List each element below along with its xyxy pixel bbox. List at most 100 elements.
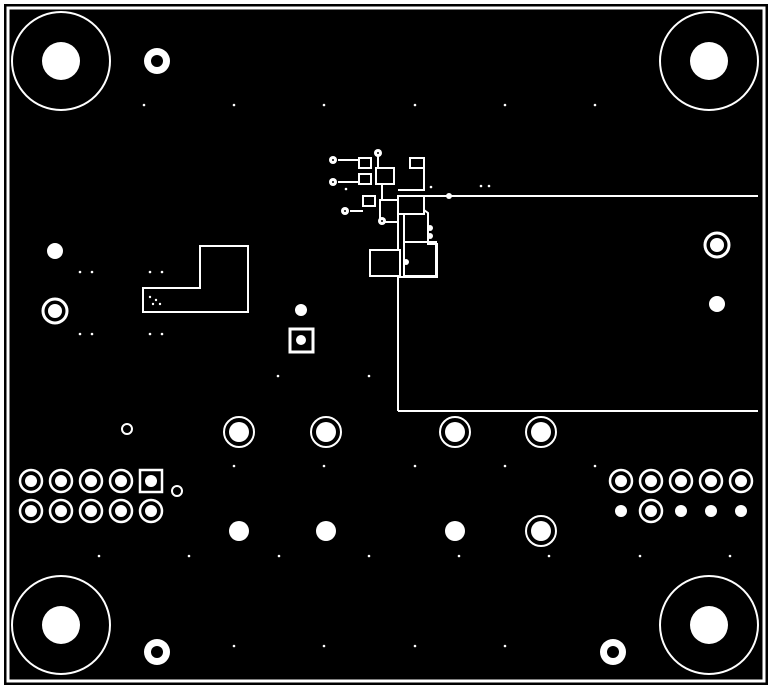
tiny-via xyxy=(457,554,461,558)
header-right-pin xyxy=(608,468,634,494)
tiny-via xyxy=(593,103,597,107)
header-right xyxy=(608,468,754,524)
mount-ring-bl xyxy=(11,575,111,675)
header-left-pin xyxy=(108,468,134,494)
tiny-via xyxy=(367,554,371,558)
tiny-via xyxy=(413,103,417,107)
header-left-pin xyxy=(48,468,74,494)
mount-drill-tl xyxy=(42,42,80,80)
tiny-via xyxy=(344,187,348,191)
large-pad-4 xyxy=(525,416,557,448)
header-right-pin-lower xyxy=(638,498,664,524)
large-pad-3 xyxy=(439,416,471,448)
header-left-pin xyxy=(48,498,74,524)
header-right-pin xyxy=(668,468,694,494)
ic-region xyxy=(338,150,449,277)
pad-dot-left-upper xyxy=(47,243,63,259)
solid-pads xyxy=(47,243,725,541)
ic-pour-top xyxy=(398,157,425,191)
tiny-via xyxy=(160,270,164,274)
pad-dot-center xyxy=(295,304,307,316)
mount-ring-tl xyxy=(11,11,111,111)
tiny-via xyxy=(413,464,417,468)
ic-pour-mid xyxy=(397,195,425,215)
mounting-hole-drills xyxy=(42,42,728,644)
tiny-vias xyxy=(78,103,732,648)
header-right-pin-lower xyxy=(735,505,747,517)
tiny-via xyxy=(429,185,433,189)
board-outline xyxy=(6,6,766,683)
tiny-via xyxy=(547,554,551,558)
large-pad-1 xyxy=(223,416,255,448)
tiny-via xyxy=(187,554,191,558)
annular-pads xyxy=(41,48,731,665)
header-left-2x5 xyxy=(18,468,164,524)
pad-bottom-left xyxy=(144,639,170,665)
header-right-pin-lower xyxy=(705,505,717,517)
pad-dot-b2 xyxy=(316,521,336,541)
tiny-via xyxy=(148,332,152,336)
square-pad-center xyxy=(288,327,315,354)
header-right-pin xyxy=(638,468,664,494)
tiny-via xyxy=(367,374,371,378)
ic-small-vias xyxy=(331,151,384,223)
large-pad-2 xyxy=(310,416,342,448)
pad-dot-b1 xyxy=(229,521,249,541)
mounting-holes xyxy=(11,11,759,675)
pad-small-ring-2 xyxy=(171,485,183,497)
pad-top-left xyxy=(144,48,170,74)
tiny-via xyxy=(90,332,94,336)
tiny-via xyxy=(322,103,326,107)
tiny-via xyxy=(487,184,491,188)
pad-left-mid xyxy=(41,297,69,325)
header-left-pin xyxy=(18,468,44,494)
tiny-via xyxy=(78,332,82,336)
tiny-via xyxy=(503,464,507,468)
tiny-via xyxy=(413,644,417,648)
mount-ring-tr xyxy=(659,11,759,111)
header-left-pin xyxy=(138,498,164,524)
ic-pad-e xyxy=(358,157,372,169)
tiny-via xyxy=(728,554,732,558)
tiny-via xyxy=(78,270,82,274)
header-left-pin xyxy=(18,498,44,524)
ic-pad-f xyxy=(358,173,372,185)
mount-drill-tr xyxy=(690,42,728,80)
tiny-via xyxy=(503,644,507,648)
ic-pad-a xyxy=(369,249,401,277)
large-pad-5 xyxy=(525,515,557,547)
tiny-via xyxy=(232,464,236,468)
tiny-via xyxy=(277,554,281,558)
header-left-pin xyxy=(78,468,104,494)
pad-dot-right-lower xyxy=(709,296,725,312)
tiny-via xyxy=(90,270,94,274)
ic-pad-d xyxy=(375,167,395,185)
board-substrate xyxy=(4,4,768,685)
tiny-via xyxy=(593,464,597,468)
tiny-via xyxy=(97,554,101,558)
header-right-pin-lower xyxy=(615,505,627,517)
header-right-pin xyxy=(698,468,724,494)
tiny-via xyxy=(276,374,280,378)
header-right-pin xyxy=(728,468,754,494)
ic-pad-b xyxy=(403,241,437,277)
tiny-via xyxy=(142,103,146,107)
tiny-via xyxy=(232,103,236,107)
mount-drill-bl xyxy=(42,606,80,644)
header-left-pin xyxy=(78,498,104,524)
tiny-via xyxy=(232,644,236,648)
header-left-pin xyxy=(138,468,164,494)
pad-dot-b3 xyxy=(445,521,465,541)
pad-bottom-right xyxy=(600,639,626,665)
tiny-via xyxy=(322,464,326,468)
tiny-via xyxy=(638,554,642,558)
tiny-via xyxy=(148,270,152,274)
ic-pad-g xyxy=(362,195,376,207)
l-shape-vias xyxy=(148,295,162,306)
header-right-pin-lower xyxy=(675,505,687,517)
tiny-via xyxy=(160,332,164,336)
tiny-via xyxy=(503,103,507,107)
pad-small-ring-1 xyxy=(121,423,133,435)
tiny-via xyxy=(479,184,483,188)
